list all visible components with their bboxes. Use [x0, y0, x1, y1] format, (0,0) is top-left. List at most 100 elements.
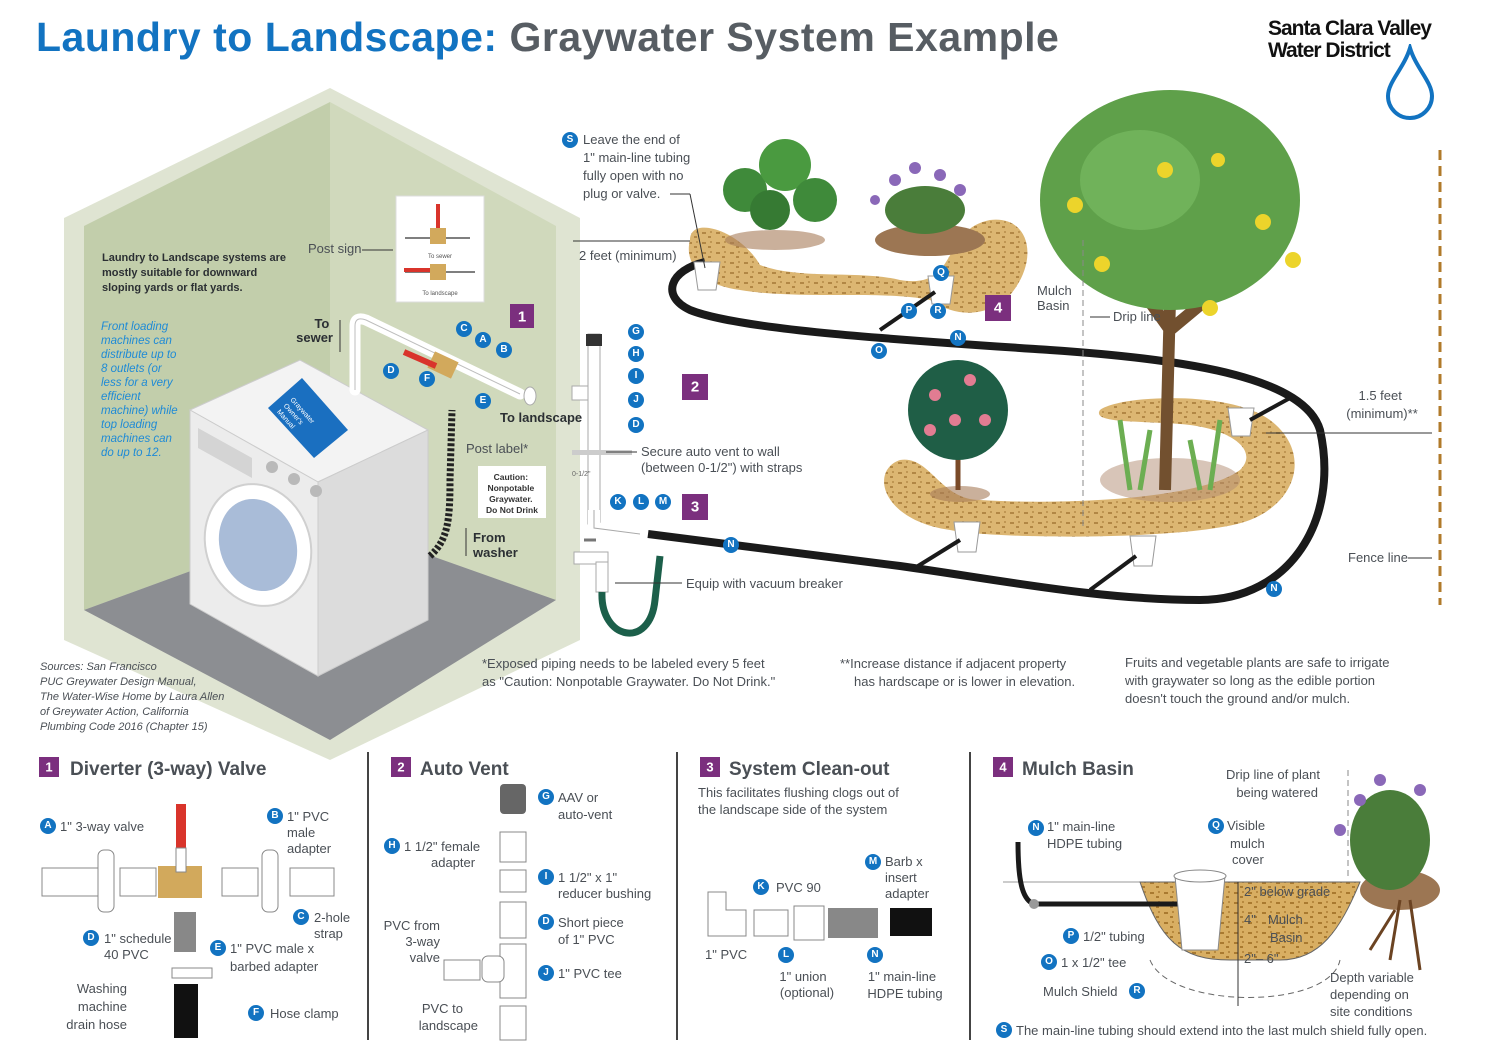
- part-letter-badge-q: Q: [1208, 818, 1224, 834]
- valve-handle: [402, 349, 438, 369]
- exposed-piping-note: *Exposed piping needs to be labeled ever…: [482, 656, 776, 689]
- part-letter-badge-n: N: [723, 537, 739, 553]
- part-letter-badge-n: N: [1266, 581, 1282, 597]
- mulch-shields: [693, 261, 1255, 567]
- sources-text: Sources: San Francisco PUC Greywater Des…: [40, 661, 227, 733]
- section-badge-3: [682, 494, 708, 520]
- svg-text:1: 1: [518, 309, 526, 326]
- to-sewer-label: To sewer: [296, 316, 333, 345]
- part-letter-badge-h: H: [384, 838, 400, 854]
- part-letter-badge-c: C: [456, 321, 472, 337]
- svg-text:4: 4: [999, 760, 1007, 775]
- section-badge-2: [682, 374, 708, 400]
- part-letter-badge-j: J: [628, 392, 644, 408]
- owners-manual: [268, 378, 348, 458]
- part-letter-badge-n: N: [867, 947, 883, 963]
- garden-hose: [598, 555, 664, 637]
- panel-1-badge: [39, 757, 59, 777]
- part-letter-badge-g: G: [628, 324, 644, 340]
- part-letter-badge-r: R: [930, 303, 946, 319]
- part-letter-badge-b: B: [267, 808, 283, 824]
- part-letter-badge-d: D: [538, 914, 554, 930]
- panel-system-cleanout: 3 System Clean-out This facilitates flus…: [698, 757, 932, 941]
- part-letter-badge-r: R: [1129, 983, 1145, 999]
- part-letter-badge-i: I: [628, 368, 644, 384]
- svg-text:To landscape: To landscape: [422, 291, 458, 297]
- panel-3-subtitle: This facilitates flushing clogs out of t…: [698, 785, 903, 817]
- title-part-2: Graywater System Example: [509, 14, 1060, 60]
- diverter-valve: [427, 351, 459, 379]
- fruits-note: Fruits and vegetable plants are safe to …: [1124, 655, 1393, 706]
- part-letter-badge-s: S: [996, 1022, 1012, 1038]
- room-intro-text: Laundry to Landscape systems are mostly …: [102, 252, 289, 294]
- part-letter-badge-s: S: [562, 132, 578, 148]
- drip-line-label: Drip line: [1113, 309, 1161, 324]
- gap-label: 0-1/2": [572, 471, 591, 478]
- main-line-tubing: [647, 258, 1329, 605]
- hose-spigot: [573, 538, 664, 637]
- part-letter-badge-m: M: [655, 494, 671, 510]
- svg-text:1: 1: [45, 760, 52, 775]
- svg-text:To sewer: To sewer: [428, 254, 452, 260]
- part-letter-badge-f: F: [248, 1005, 264, 1021]
- mulch-basin-label: Mulch Basin: [1037, 283, 1075, 313]
- part-letter-badge-o: O: [871, 343, 887, 359]
- svg-text:2: 2: [397, 760, 404, 775]
- part-letter-badge-a: A: [475, 332, 491, 348]
- panel-1-title: Diverter (3-way) Valve: [70, 759, 266, 780]
- title-part-1: Laundry to Landscape:: [36, 14, 498, 60]
- svg-text:4: 4: [994, 300, 1003, 317]
- part-letter-badge-g: G: [538, 789, 554, 805]
- washer-door: [218, 498, 298, 592]
- post-sign-label: Post sign: [308, 241, 361, 256]
- part-letter-badge-q: Q: [933, 265, 949, 281]
- lemon-tree: [1040, 90, 1301, 502]
- panel-auto-vent: 2 Auto Vent: [391, 757, 527, 1041]
- part-letter-badge-d: D: [628, 417, 644, 433]
- panel-diverter-valve: 1 Diverter (3-way) Valve: [39, 757, 335, 1038]
- part-letter-badge-e: E: [475, 393, 491, 409]
- room-piping: [349, 313, 537, 406]
- part-letter-badge-f: F: [419, 371, 435, 387]
- part-letter-badge-c: C: [293, 909, 309, 925]
- svg-text:3: 3: [706, 760, 713, 775]
- mulch-basin-lower: [884, 398, 1295, 537]
- part-letter-badge-k: K: [753, 879, 769, 895]
- district-logo: Santa Clara Valley Water District: [1268, 18, 1458, 128]
- water-drop-icon: [1385, 44, 1435, 120]
- part-letter-badge-o: O: [1041, 954, 1057, 970]
- from-washer-label: From washer: [472, 530, 518, 560]
- wall-strap: [572, 450, 632, 455]
- lavender-plant: [870, 162, 985, 256]
- secure-vent-callout: Secure auto vent to wall (between 0-1/2"…: [641, 444, 803, 475]
- part-letter-badge-d: D: [383, 363, 399, 379]
- part-letter-badge-i: I: [538, 869, 554, 885]
- caution-label-text: Caution: Nonpotable Graywater. Do Not Dr…: [486, 472, 538, 515]
- panel-3-title: System Clean-out: [729, 759, 890, 780]
- section-badge-4: [985, 295, 1011, 321]
- part-letter-badge-l: L: [633, 494, 649, 510]
- part-letter-badge-a: A: [40, 818, 56, 834]
- vacuum-breaker-callout: Equip with vacuum breaker: [686, 576, 843, 591]
- svg-text:2: 2: [691, 379, 699, 396]
- basil-plant: [723, 139, 837, 250]
- post-sign: To sewer To landscape: [395, 195, 485, 303]
- auto-vent-assembly: [571, 333, 641, 540]
- section-badge-1: [510, 304, 534, 328]
- part-letter-badge-k: K: [610, 494, 626, 510]
- logo-line-2: Water District: [1268, 39, 1391, 62]
- front-loading-note: Front loading machines can distribute up…: [101, 321, 181, 459]
- panel-4-title: Mulch Basin: [1022, 759, 1134, 780]
- washing-machine: Graywater Owner's Manual: [188, 359, 430, 677]
- valve-handle-icon: [176, 804, 186, 850]
- part-letter-badge-p: P: [1063, 928, 1079, 944]
- rose-bush: [908, 360, 1008, 502]
- logo-line-1: Santa Clara Valley: [1268, 17, 1432, 40]
- leave-open-callout: Leave the end of 1" main-line tubing ful…: [583, 132, 694, 201]
- to-landscape-label: To landscape: [500, 410, 582, 425]
- two-feet-label: 2 feet (minimum): [579, 248, 677, 263]
- caution-label: [478, 466, 546, 518]
- part-letter-badge-n: N: [1028, 820, 1044, 836]
- part-letter-badge-h: H: [628, 346, 644, 362]
